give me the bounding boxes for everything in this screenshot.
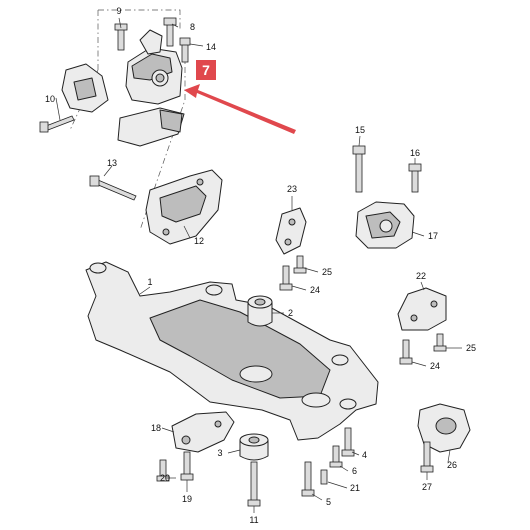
bushing-2 xyxy=(247,295,273,327)
callout-26: 26 xyxy=(447,460,457,470)
callout-23: 23 xyxy=(287,184,297,194)
callout-22: 22 xyxy=(416,271,426,281)
bracket-18 xyxy=(171,411,235,453)
callout-24-left: 24 xyxy=(310,285,320,295)
engine-mount-7 xyxy=(125,29,183,105)
bushing-3 xyxy=(239,433,269,461)
bolt-16 xyxy=(411,169,419,193)
callout-9: 9 xyxy=(116,6,121,16)
bolt-14 xyxy=(181,43,189,63)
bracket-22 xyxy=(397,287,447,331)
bracket-23 xyxy=(275,207,307,255)
callout-13: 13 xyxy=(107,158,117,168)
subframe-1 xyxy=(85,261,379,441)
callout-11: 11 xyxy=(249,515,258,525)
mount-assembly-frame xyxy=(69,9,186,231)
callout-25-left: 25 xyxy=(322,267,332,277)
callout-18: 18 xyxy=(151,423,161,433)
bolt-24-left xyxy=(282,265,290,287)
right-mount-17 xyxy=(355,201,415,249)
bolt-5 xyxy=(304,461,312,493)
callout-14: 14 xyxy=(206,42,216,52)
bolt-6 xyxy=(332,445,340,465)
mount-bracket xyxy=(117,107,185,147)
callout-3: 3 xyxy=(217,448,222,458)
callout-20: 20 xyxy=(160,473,170,483)
callout-15: 15 xyxy=(355,125,365,135)
bolt-24-right xyxy=(402,339,410,361)
bolt-9 xyxy=(117,27,125,51)
callout-6: 6 xyxy=(352,466,357,476)
callout-1: 1 xyxy=(147,277,152,287)
callout-24-right: 24 xyxy=(430,361,440,371)
callout-12: 12 xyxy=(194,236,204,246)
bolt-13 xyxy=(95,179,137,201)
leader-lines xyxy=(55,17,462,513)
bolt-21 xyxy=(320,469,328,485)
bolt-15 xyxy=(355,151,363,193)
callout-27: 27 xyxy=(422,482,432,492)
left-bracket xyxy=(61,63,109,113)
bolts xyxy=(39,17,447,507)
highlight-box xyxy=(196,60,216,80)
gearbox-mount-12 xyxy=(145,169,223,245)
bolt-8 xyxy=(166,23,174,47)
highlight-callout-7: 7 xyxy=(184,60,296,134)
highlight-label: 7 xyxy=(202,62,210,78)
callout-labels: 9 8 14 10 13 12 15 16 17 23 25 24 22 25 … xyxy=(45,6,476,525)
highlight-arrow xyxy=(184,84,296,134)
bolt-11 xyxy=(250,461,258,503)
callout-19: 19 xyxy=(182,494,192,504)
callout-4: 4 xyxy=(362,450,367,460)
callout-2: 2 xyxy=(288,308,293,318)
callout-25-right: 25 xyxy=(466,343,476,353)
callout-5: 5 xyxy=(326,497,331,507)
bracket-26 xyxy=(417,403,471,453)
bolt-19 xyxy=(183,451,191,477)
callout-17: 17 xyxy=(428,231,438,241)
callout-10: 10 xyxy=(45,94,55,104)
callout-8: 8 xyxy=(190,22,195,32)
bolt-27 xyxy=(423,441,431,469)
bolt-4 xyxy=(344,427,352,453)
callout-16: 16 xyxy=(410,148,420,158)
callout-21: 21 xyxy=(350,483,360,493)
